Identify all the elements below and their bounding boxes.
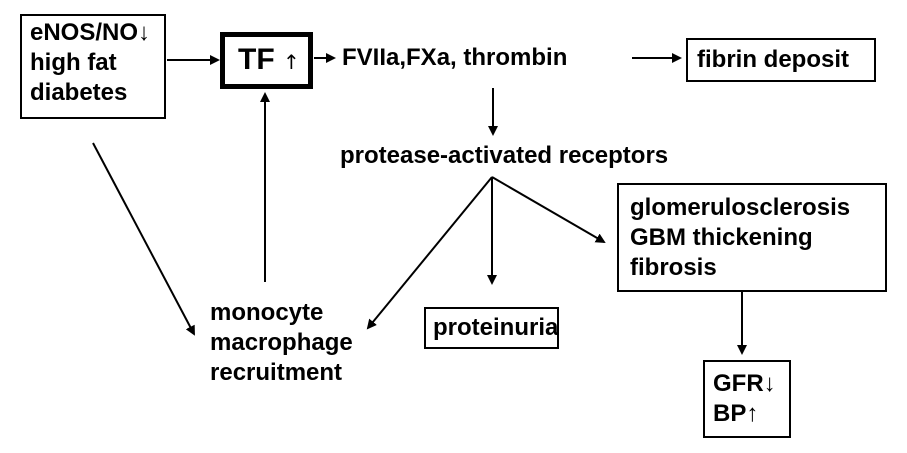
proteinuria-text: proteinuria [433, 314, 559, 341]
damage-box [617, 183, 887, 292]
arrow-risk-to-monocyte [92, 142, 195, 336]
damage-line-2: GBM thickening [630, 224, 813, 251]
monocyte-line-2: macrophage [210, 329, 353, 356]
monocyte-line-1: monocyte [210, 299, 324, 326]
risk-factor-line-3: diabetes [30, 79, 128, 106]
risk-factor-line-2: high fat [30, 49, 117, 76]
risk-factors-box [20, 14, 166, 119]
tissue-factor-text: TF [238, 43, 275, 76]
outcome-line-2: BP↑ [713, 400, 759, 427]
risk-factors-text: eNOS/NO↓ high fat diabetes [30, 18, 150, 108]
proteinuria-box [424, 307, 559, 349]
outcome-text: GFR↓ BP↑ [713, 369, 776, 429]
fibrin-text: fibrin deposit [697, 46, 849, 73]
outcome-line-1: GFR↓ [713, 370, 776, 397]
monocyte-line-3: recruitment [210, 359, 343, 386]
monocyte-text: monocyte macrophage recruitment [210, 298, 353, 388]
fibrin-box [686, 38, 876, 82]
arrow-par-to-monocyte [366, 176, 493, 330]
damage-line-1: glomerulosclerosis [630, 194, 851, 221]
tissue-factor-up-arrow: ↑ [283, 50, 300, 74]
tissue-factor-box [220, 32, 313, 89]
damage-text: glomerulosclerosis GBM thickening fibros… [630, 193, 850, 283]
risk-factor-line-1: eNOS/NO↓ [30, 19, 151, 46]
arrow-par-to-damage [491, 176, 606, 244]
tissue-factor-label: TF ↑ [238, 42, 300, 80]
par-text: protease-activated receptors [340, 142, 669, 169]
coagulation-text: FVIIa,FXa, thrombin [342, 44, 568, 71]
outcome-box [703, 360, 791, 438]
damage-line-3: fibrosis [630, 254, 717, 281]
